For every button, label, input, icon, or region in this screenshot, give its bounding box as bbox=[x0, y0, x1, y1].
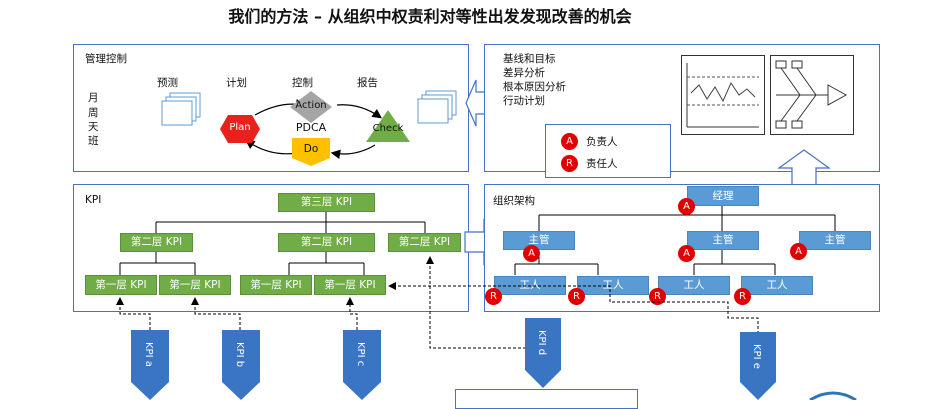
kpi-level1-box: 第一层 KPI bbox=[314, 275, 386, 295]
kpi-a-label: KPI a bbox=[143, 342, 154, 367]
org-tree-lines bbox=[514, 206, 836, 275]
page-title: 我们的方法 – 从组织中权责利对等性出发发现改善的机会 bbox=[228, 7, 632, 26]
pdca-plan-label: Plan bbox=[229, 122, 251, 133]
analysis-item: 差异分析 bbox=[503, 67, 545, 79]
accountable-badge: A bbox=[561, 133, 578, 150]
dashed-connectors bbox=[116, 256, 759, 349]
org-worker-box: 工人 bbox=[577, 276, 649, 295]
cycle-label-week: 周 bbox=[88, 107, 99, 119]
forecast-documents-icon bbox=[161, 92, 201, 126]
org-supervisor-box: 主管 bbox=[687, 231, 759, 250]
worker-responsible-badge: R bbox=[649, 288, 666, 305]
supervisor-accountable-badge: A bbox=[678, 245, 695, 262]
stage-forecast: 预测 bbox=[157, 77, 178, 89]
stage-control: 控制 bbox=[292, 77, 313, 89]
kpi-level1-box: 第一层 KPI bbox=[159, 275, 231, 295]
legend-responsible-label: 责任人 bbox=[586, 158, 618, 170]
bottom-box bbox=[455, 389, 638, 409]
org-supervisor-box: 主管 bbox=[799, 231, 871, 250]
stage-report: 报告 bbox=[357, 77, 378, 89]
kpi-level1-box: 第一层 KPI bbox=[85, 275, 157, 295]
kpi-e-label: KPI e bbox=[751, 344, 762, 369]
kpi-b-arrow bbox=[222, 330, 260, 400]
worker-responsible-badge: R bbox=[568, 288, 585, 305]
cycle-label-day: 天 bbox=[88, 121, 99, 133]
kpi-a-arrow bbox=[131, 330, 169, 400]
kpi-c-arrow bbox=[343, 330, 381, 400]
kpi-tree-lines bbox=[119, 211, 426, 275]
kpi-level2-box: 第二层 KPI bbox=[278, 233, 375, 252]
kpi-c-label: KPI c bbox=[355, 342, 366, 367]
kpi-b-label: KPI b bbox=[234, 342, 245, 368]
supervisor-accountable-badge: A bbox=[523, 245, 540, 262]
fishbone-diagram-icon bbox=[770, 55, 854, 135]
org-supervisor-box: 主管 bbox=[503, 231, 575, 250]
check-triangle-icon bbox=[366, 110, 410, 142]
kpi-e-arrow bbox=[740, 332, 776, 400]
action-diamond-icon bbox=[290, 91, 332, 123]
kpi-level2-box: 第二层 KPI bbox=[120, 233, 193, 252]
kpi-level2-box: 第二层 KPI bbox=[388, 233, 461, 252]
kpi-panel-label: KPI bbox=[85, 194, 102, 206]
worker-responsible-badge: R bbox=[485, 288, 502, 305]
kpi-d-label: KPI d bbox=[536, 330, 547, 356]
cycle-label-shift: 班 bbox=[88, 135, 99, 147]
do-shape-icon bbox=[292, 138, 330, 166]
line-chart-thumbnail-icon bbox=[681, 55, 765, 135]
pdca-do-label: Do bbox=[303, 143, 319, 155]
pdca-check-label: Check bbox=[372, 123, 404, 134]
plan-hexagon-icon bbox=[220, 115, 260, 143]
kpi-d-arrow bbox=[525, 318, 561, 388]
pdca-action-label: Action bbox=[295, 100, 327, 111]
kpi-level3-box: 第三层 KPI bbox=[278, 193, 375, 212]
management-control-label: 管理控制 bbox=[85, 53, 127, 65]
stage-plan: 计划 bbox=[226, 77, 247, 89]
org-worker-box: 工人 bbox=[658, 276, 730, 295]
org-worker-box: 工人 bbox=[741, 276, 813, 295]
worker-responsible-badge: R bbox=[734, 288, 751, 305]
pdca-center-label: PDCA bbox=[295, 121, 327, 134]
kpi-level1-box: 第一层 KPI bbox=[240, 275, 312, 295]
report-documents-icon bbox=[417, 90, 457, 124]
analysis-item: 行动计划 bbox=[503, 95, 545, 107]
manager-accountable-badge: A bbox=[678, 198, 695, 215]
cycle-label-month: 月 bbox=[88, 92, 99, 104]
supervisor-accountable-badge: A bbox=[790, 243, 807, 260]
analysis-item: 根本原因分析 bbox=[503, 81, 566, 93]
analysis-item: 基线和目标 bbox=[503, 53, 556, 65]
org-manager-box: 经理 bbox=[687, 186, 759, 206]
legend-accountable-label: 负责人 bbox=[586, 136, 618, 148]
org-structure-label: 组织架构 bbox=[493, 195, 535, 207]
responsible-badge: R bbox=[561, 155, 578, 172]
decorative-arc bbox=[809, 391, 857, 400]
